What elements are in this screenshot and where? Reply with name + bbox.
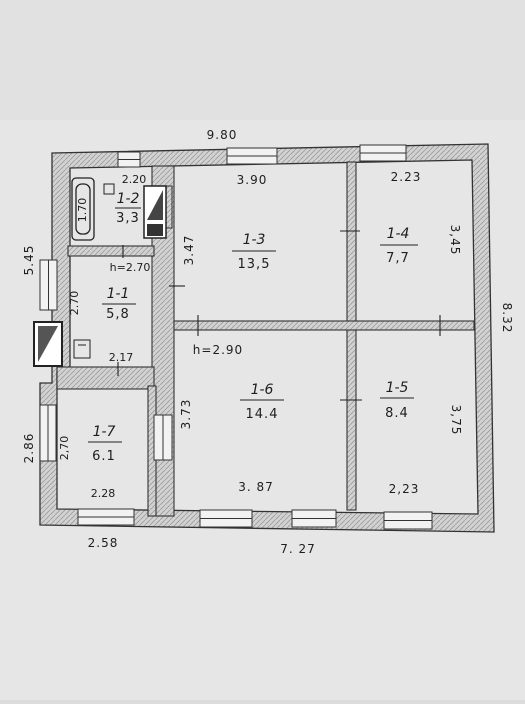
- room-1-7-area: 6.1: [92, 449, 116, 464]
- bathtub-icon: [71, 177, 95, 241]
- boiler-icon: [143, 185, 167, 239]
- room-1-2-side-dim: 1.70: [76, 198, 89, 223]
- room-1-3-side-dim: 3.47: [182, 235, 196, 266]
- room-1-7-label: 1-7: [93, 424, 116, 440]
- dim-left-lower: 2.86: [22, 433, 36, 464]
- room-1-6-bottom-dim: 3. 87: [238, 480, 274, 494]
- dim-width-top: 9.80: [207, 128, 238, 142]
- room-1-6: 3.73 1-6 14.4 3. 87: [179, 382, 284, 494]
- ceiling-height-1: h=2.70: [110, 261, 151, 274]
- dim-bottom-total: 7. 27: [280, 542, 316, 556]
- room-1-6-side-dim: 3.73: [179, 399, 193, 430]
- dim-left-upper: 5.45: [22, 245, 36, 276]
- dim-bottom-left: 2.58: [88, 536, 119, 550]
- room-1-5-label: 1-5: [386, 380, 409, 396]
- room-1-5-side-dim: 3,75: [449, 405, 463, 436]
- room-1-6-label: 1-6: [251, 382, 274, 398]
- room-1-6-area: 14.4: [246, 407, 279, 422]
- room-1-1-label: 1-1: [107, 286, 130, 302]
- room-1-5-bottom-dim: 2,23: [389, 482, 420, 496]
- ceiling-height-2: h=2.90: [193, 343, 243, 357]
- door-ticks: [117, 230, 441, 401]
- room-1-7-side-dim: 2,70: [58, 436, 71, 461]
- washbasin-icon: [73, 339, 91, 359]
- room-1-4-top-dim: 2.23: [391, 170, 422, 184]
- room-1-2-area: 3,3: [116, 211, 140, 226]
- room-1-2: 2.20 1.70 1-2 3,3: [76, 173, 146, 226]
- room-1-1-side-dim: 2.70: [68, 291, 81, 316]
- room-1-2-label: 1-2: [117, 191, 140, 207]
- room-1-1: 2.70 1-1 5,8 2.17: [68, 286, 136, 364]
- room-1-4-side-dim: 3,45: [448, 225, 462, 256]
- room-1-4-label: 1-4: [387, 226, 410, 242]
- room-1-4: 2.23 3,45 1-4 7,7: [380, 170, 462, 266]
- sink-icon: [103, 183, 115, 195]
- room-1-3-top-dim: 3.90: [237, 173, 268, 187]
- room-1-4-area: 7,7: [386, 251, 410, 266]
- room-1-7: 2,70 1-7 6.1 2.28: [58, 424, 122, 500]
- windows: [39, 144, 433, 530]
- room-1-1-bottom-dim: 2.17: [109, 351, 134, 364]
- room-1-3: 3.90 3.47 1-3 13,5: [182, 173, 276, 272]
- dim-depth-right: 8.32: [500, 303, 514, 334]
- room-1-2-top-dim: 2.20: [122, 173, 147, 186]
- room-1-1-area: 5,8: [106, 307, 130, 322]
- room-1-3-label: 1-3: [243, 232, 266, 248]
- stove-icon: [33, 321, 63, 367]
- room-1-7-bottom-dim: 2.28: [91, 487, 116, 500]
- room-1-5: 3,75 1-5 8.4 2,23: [380, 380, 463, 496]
- room-1-5-area: 8.4: [385, 406, 409, 421]
- room-1-3-area: 13,5: [238, 257, 271, 272]
